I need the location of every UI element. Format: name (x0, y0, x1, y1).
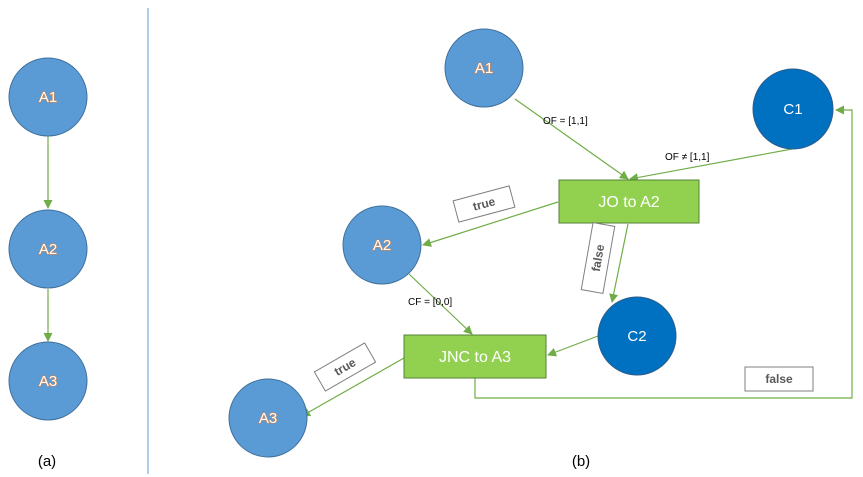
edge-c1-jo (629, 148, 793, 182)
node-a1-label: A1 (39, 89, 57, 106)
node-a2: A2 (8, 209, 88, 289)
tag-jnc-false-text: false (765, 372, 793, 386)
edge-jnc-a3-true (301, 357, 405, 417)
node-a2-label: A2 (39, 241, 57, 258)
node-b-a3: A3 (228, 378, 308, 458)
edge-label-of-eq: OF = [1,1] (543, 116, 588, 127)
edge-a2-jnc (408, 273, 473, 335)
box-jo-label: JO to A2 (598, 194, 659, 211)
tag-jo-true: true (452, 185, 516, 223)
node-b-a1: A1 (444, 28, 524, 108)
node-b-c1-label: C1 (783, 101, 802, 118)
edge-jnc-c1-false (474, 105, 853, 399)
tag-jnc-true: true (313, 342, 377, 392)
edge-jo-c2-false (609, 223, 629, 303)
tag-jo-false: false (580, 222, 616, 294)
tag-jo-false-text: false (589, 243, 608, 273)
node-b-a1-label: A1 (475, 60, 493, 77)
edge-a1-jo (514, 98, 629, 180)
box-jnc-label: JNC to A3 (439, 349, 511, 366)
box-jo-to-a2: JO to A2 (558, 179, 700, 224)
node-b-c2-label: C2 (627, 328, 646, 345)
node-b-a3-label: A3 (259, 410, 277, 427)
tag-jnc-false: false (744, 366, 814, 392)
node-a3-label: A3 (39, 373, 57, 390)
panel-b-caption: (b) (572, 453, 590, 470)
edge-jo-a2-true (422, 201, 559, 247)
node-b-a2: A2 (342, 205, 422, 285)
edge-c2-jnc (547, 335, 599, 357)
panel-b-edges (301, 98, 853, 417)
tag-jo-true-text: true (471, 194, 497, 213)
edge-label-of-neq: OF ≠ [1,1] (665, 152, 710, 163)
node-b-c1: C1 (752, 68, 834, 150)
node-a1: A1 (8, 57, 88, 137)
box-jnc-to-a3: JNC to A3 (403, 334, 547, 379)
node-b-c2: C2 (597, 296, 677, 376)
panel-a-caption: (a) (38, 453, 56, 470)
node-b-a2-label: A2 (373, 237, 391, 254)
panel-a: A1 A2 A3 (a) (8, 57, 88, 470)
edge-label-cf-eq: CF = [0,0] (408, 297, 452, 308)
node-a3: A3 (8, 341, 88, 421)
